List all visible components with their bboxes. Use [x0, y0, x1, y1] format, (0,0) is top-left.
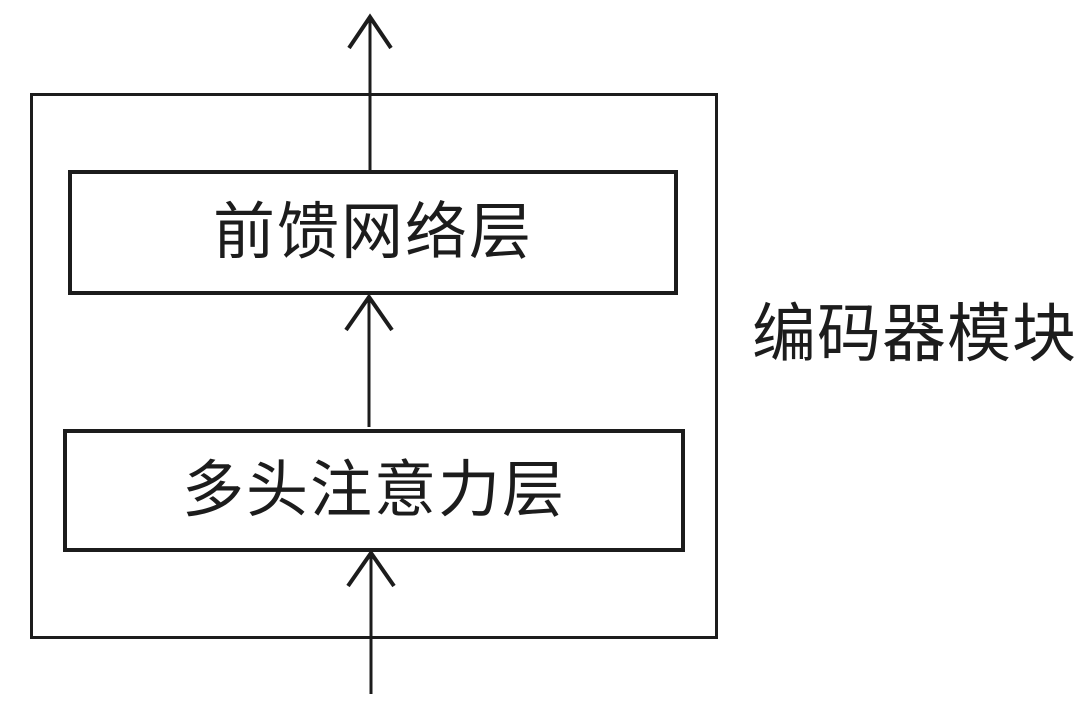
multi-head-attention-layer-label: 多头注意力层 [181, 455, 566, 525]
encoder-module-box [30, 93, 718, 639]
multi-head-attention-layer-box: 多头注意力层 [63, 429, 685, 552]
encoder-module-label: 编码器模块 [752, 298, 1077, 370]
feed-forward-layer-label: 前馈网络层 [212, 197, 533, 267]
feed-forward-layer-box: 前馈网络层 [68, 170, 678, 295]
